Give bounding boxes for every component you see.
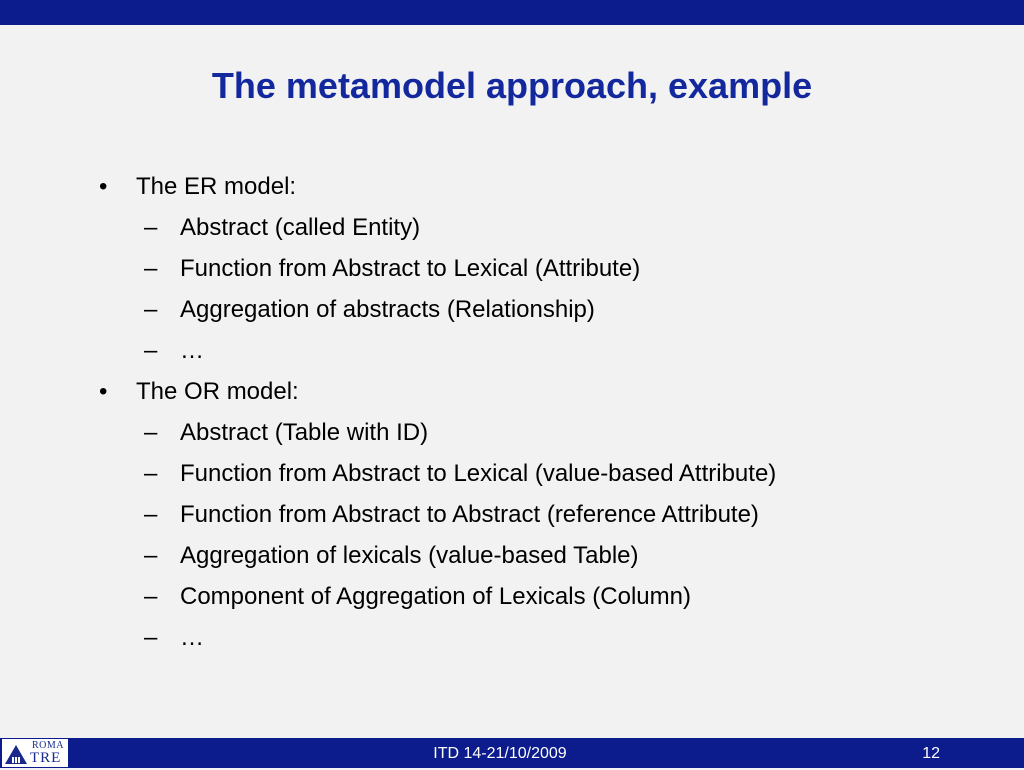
slide-body: • The ER model: – Abstract (called Entit… [92,166,992,658]
sub-bullet-text: … [180,337,204,364]
bullet-text: The OR model: [136,378,299,405]
dash-marker: – [144,542,158,569]
sub-bullet-text: Abstract (Table with ID) [180,419,429,446]
sub-bullet-text: Function from Abstract to Abstract (refe… [180,501,759,528]
bullet-item: • The OR model: [92,371,992,412]
bullet-marker: • [99,173,108,200]
sub-bullet-text: … [180,624,204,651]
sub-bullet-item: – Aggregation of abstracts (Relationship… [92,289,992,330]
slide-title: The metamodel approach, example [211,65,813,106]
dash-marker: – [144,296,158,323]
sub-bullet-item: – Function from Abstract to Abstract (re… [92,494,992,535]
dash-marker: – [144,501,158,528]
bullet-marker: • [99,378,108,405]
dash-marker: – [144,460,158,487]
sub-bullet-item: – … [92,330,992,371]
dash-marker: – [144,419,158,446]
sub-bullet-item: – Function from Abstract to Lexical (val… [92,453,992,494]
sub-bullet-text: Function from Abstract to Lexical (Attri… [180,255,641,282]
dash-marker: – [144,255,158,282]
sub-bullet-item: – Abstract (called Entity) [92,207,992,248]
logo-text-roma: ROMA [32,740,65,751]
sub-bullet-item: – … [92,617,992,658]
roma-tre-logo: ROMA TRE [2,739,68,767]
sub-bullet-item: – Aggregation of lexicals (value-based T… [92,535,992,576]
dash-marker: – [144,624,158,651]
sub-bullet-item: – Abstract (Table with ID) [92,412,992,453]
dash-marker: – [144,337,158,364]
sub-bullet-text: Aggregation of lexicals (value-based Tab… [180,542,639,569]
dash-marker: – [144,214,158,241]
sub-bullet-text: Component of Aggregation of Lexicals (Co… [180,583,691,610]
bullet-text: The ER model: [136,173,297,200]
top-bar [0,0,1024,25]
sub-bullet-text: Abstract (called Entity) [180,214,421,241]
sub-bullet-text: Function from Abstract to Lexical (value… [180,460,777,487]
footer-event-date: ITD 14-21/10/2009 [433,745,567,762]
university-building-icon [5,745,27,764]
bullet-item: • The ER model: [92,166,992,207]
sub-bullet-item: – Component of Aggregation of Lexicals (… [92,576,992,617]
dash-marker: – [144,583,158,610]
footer-bar [0,738,1024,768]
slide-number: 12 [922,745,940,762]
sub-bullet-text: Aggregation of abstracts (Relationship) [180,296,595,323]
sub-bullet-item: – Function from Abstract to Lexical (Att… [92,248,992,289]
logo-text-tre: TRE [30,750,62,766]
